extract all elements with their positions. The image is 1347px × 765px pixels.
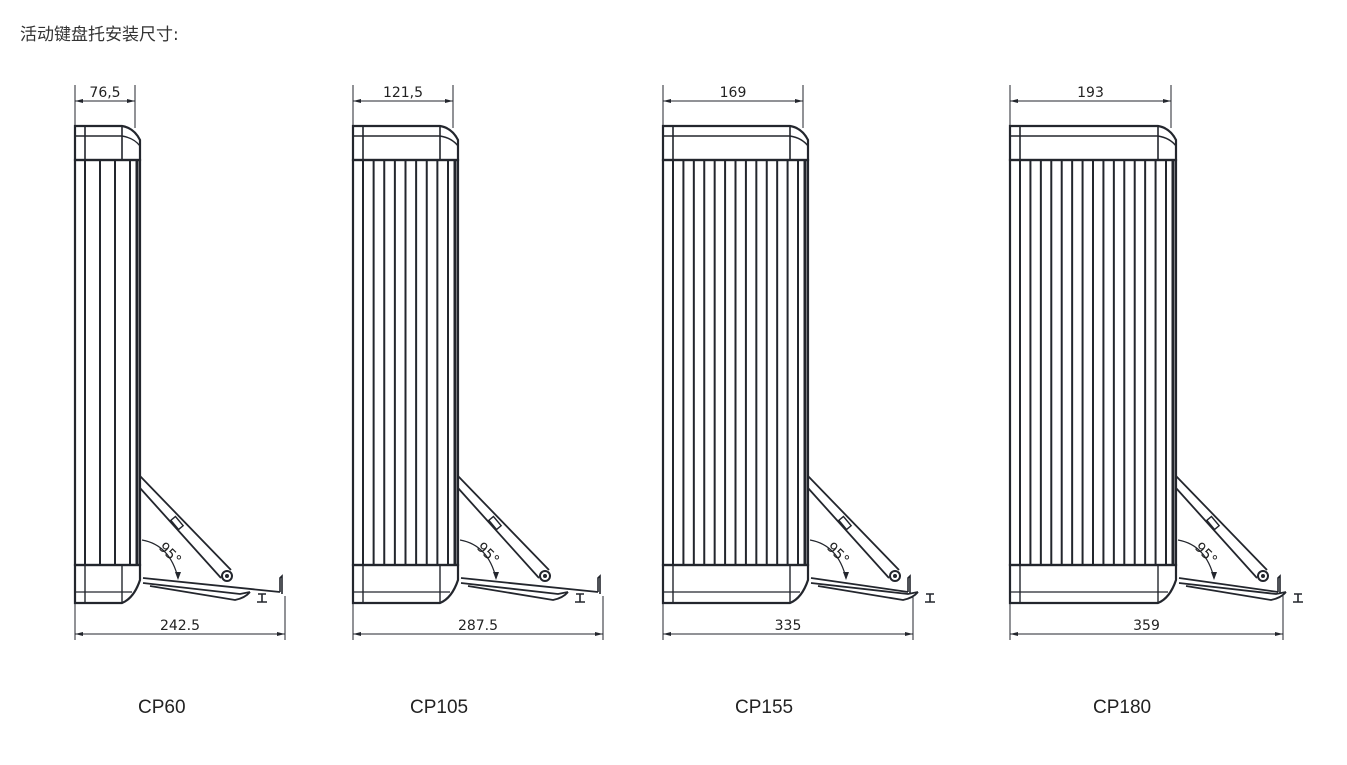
- keyboard-tray-unit-cp180: 193 95° 359: [1008, 85, 1303, 640]
- tray-lip: [279, 574, 283, 594]
- support-arm: [1175, 475, 1268, 579]
- pivot-icon: [1257, 570, 1269, 582]
- tray-lip: [907, 574, 911, 594]
- total-width-dimension: 335: [775, 618, 802, 634]
- top-cap: [351, 124, 460, 162]
- top-cap-edge: [663, 135, 809, 147]
- angle-label: 95°: [823, 540, 852, 569]
- support-arm: [457, 475, 550, 579]
- page-title: 活动键盘托安装尺寸:: [20, 25, 179, 45]
- total-width-dimension: 242.5: [160, 618, 200, 634]
- keyboard-tray: [1178, 577, 1287, 601]
- pivot-center: [543, 574, 547, 578]
- top-width-dimension: 76,5: [89, 85, 120, 101]
- bottom-cap: [1008, 563, 1178, 605]
- angle-arrow: [843, 572, 849, 580]
- top-cap-edge: [1010, 135, 1177, 147]
- mouse-clip: [1293, 593, 1303, 603]
- tray-lip: [597, 574, 601, 594]
- pivot-center: [1261, 574, 1265, 578]
- top-width-dimension: 169: [720, 85, 747, 101]
- arm-slider: [837, 515, 853, 531]
- bottom-cap: [661, 563, 810, 605]
- model-label-cp180: CP180: [1093, 697, 1152, 718]
- pivot-icon: [221, 570, 233, 582]
- model-label-cp155: CP155: [735, 697, 794, 718]
- total-width-dimension: 287.5: [458, 618, 498, 634]
- top-width-dimension: 193: [1077, 85, 1104, 101]
- support-arm: [139, 475, 232, 579]
- top-cap: [73, 124, 142, 162]
- top-cap: [1008, 124, 1178, 162]
- tray-lip: [1277, 574, 1281, 594]
- keyboard-tray: [460, 577, 599, 601]
- arm-slider: [487, 515, 503, 531]
- keyboard-tray-unit-cp105: 121,5 95° 287.5: [351, 85, 604, 640]
- angle-arrow: [493, 572, 499, 580]
- angle-arrow: [175, 572, 181, 580]
- model-label-cp60: CP60: [138, 697, 186, 718]
- pivot-center: [893, 574, 897, 578]
- model-label-cp105: CP105: [410, 697, 469, 718]
- bottom-cap: [351, 563, 460, 605]
- top-cap-edge: [353, 135, 459, 147]
- angle-label: 95°: [155, 540, 184, 569]
- keyboard-tray-unit-cp155: 169 95° 335: [661, 85, 935, 640]
- angle-label: 95°: [473, 540, 502, 569]
- pivot-icon: [889, 570, 901, 582]
- support-arm: [807, 475, 900, 579]
- top-width-dimension: 121,5: [383, 85, 423, 101]
- pivot-icon: [539, 570, 551, 582]
- mouse-clip: [925, 593, 935, 603]
- arm-slider: [1205, 515, 1221, 531]
- mouse-clip: [575, 593, 585, 603]
- keyboard-tray: [142, 577, 281, 601]
- mouse-clip: [257, 593, 267, 603]
- keyboard-tray-unit-cp60: 76,5 95° 242.5: [73, 85, 286, 640]
- arm-slider: [169, 515, 185, 531]
- pivot-center: [225, 574, 229, 578]
- angle-label: 95°: [1191, 540, 1220, 569]
- keyboard-tray: [810, 577, 919, 601]
- angle-arrow: [1211, 572, 1217, 580]
- total-width-dimension: 359: [1133, 618, 1160, 634]
- top-cap: [661, 124, 810, 162]
